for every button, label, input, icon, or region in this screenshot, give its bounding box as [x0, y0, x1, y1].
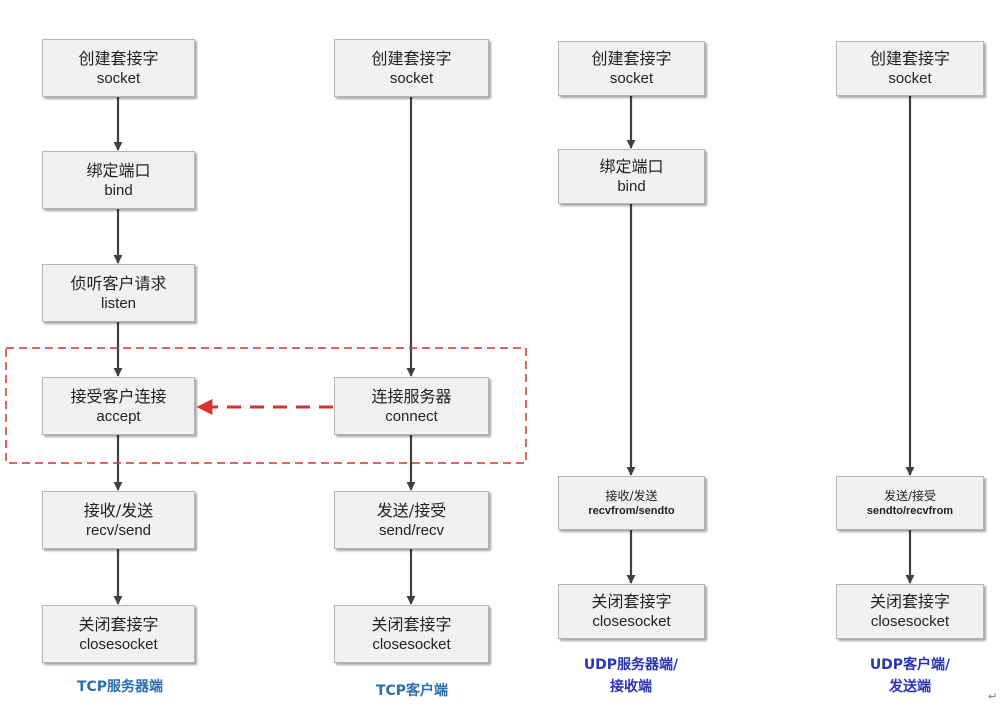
node-cn-label: 接受客户连接 [70, 386, 167, 406]
node-en-label: socket [888, 70, 932, 87]
caption-line: 接收端 [610, 679, 652, 695]
node-cn-label: 关闭套接字 [869, 592, 950, 611]
tcp-client-send-recv-box: 发送/接受 send/recv [334, 491, 489, 549]
udp-server-caption: UDP服务器端/ 接收端 [531, 654, 731, 698]
tcp-client-caption: TCP客户端 [312, 680, 512, 702]
tcp-server-accept-box: 接受客户连接 accept [42, 377, 195, 435]
handshake-highlight-box [5, 347, 527, 464]
caption-line: TCP客户端 [375, 683, 449, 699]
node-en-label: closesocket [592, 613, 671, 630]
udp-client-caption: UDP客户端/ 发送端 [810, 654, 1003, 698]
udp-server-socket-box: 创建套接字 socket [558, 41, 705, 96]
node-cn-label: 关闭套接字 [591, 592, 672, 611]
udp-client-socket-box: 创建套接字 socket [836, 41, 984, 96]
tcp-server-recv-send-box: 接收/发送 recv/send [42, 491, 195, 549]
node-cn-label: 创建套接字 [78, 48, 159, 68]
tcp-server-bind-box: 绑定端口 bind [42, 151, 195, 209]
node-cn-label: 发送/接受 [376, 500, 447, 520]
node-cn-label: 创建套接字 [869, 49, 950, 68]
node-cn-label: 创建套接字 [591, 49, 672, 68]
node-en-label: bind [104, 181, 133, 199]
node-en-label: sendto/recvfrom [866, 504, 954, 517]
node-en-label: connect [385, 407, 438, 425]
node-en-label: bind [617, 178, 646, 195]
node-en-label: send/recv [378, 521, 445, 539]
udp-server-closesocket-box: 关闭套接字 closesocket [558, 584, 705, 639]
node-en-label: socket [389, 69, 434, 87]
node-cn-label: 侦听客户请求 [70, 273, 167, 293]
tcp-server-listen-box: 侦听客户请求 listen [42, 264, 195, 322]
udp-client-closesocket-box: 关闭套接字 closesocket [836, 584, 984, 639]
tcp-client-closesocket-box: 关闭套接字 closesocket [334, 605, 489, 663]
node-cn-label: 绑定端口 [599, 157, 664, 176]
node-cn-label: 创建套接字 [371, 48, 452, 68]
caption-line: TCP服务器端 [76, 679, 164, 695]
node-en-label: socket [96, 69, 141, 87]
node-cn-label: 连接服务器 [371, 386, 452, 406]
node-cn-label: 关闭套接字 [371, 614, 452, 634]
node-en-label: accept [96, 407, 141, 425]
node-cn-label: 接收/发送 [83, 500, 154, 520]
tcp-server-caption: TCP服务器端 [20, 676, 220, 698]
return-mark: ↵ [988, 690, 998, 703]
tcp-server-socket-box: 创建套接字 socket [42, 39, 195, 97]
node-en-label: closesocket [79, 635, 158, 653]
node-en-label: closesocket [372, 635, 451, 653]
tcp-client-socket-box: 创建套接字 socket [334, 39, 489, 97]
node-cn-label: 接收/发送 [605, 488, 658, 503]
node-en-label: socket [609, 70, 654, 87]
tcp-server-closesocket-box: 关闭套接字 closesocket [42, 605, 195, 663]
caption-line: 发送端 [889, 679, 931, 695]
udp-server-bind-box: 绑定端口 bind [558, 149, 705, 204]
node-en-label: listen [100, 294, 137, 312]
node-en-label: closesocket [870, 613, 950, 630]
node-en-label: recv/send [85, 521, 152, 539]
node-cn-label: 绑定端口 [86, 160, 151, 180]
caption-line: UDP客户端/ [869, 657, 951, 673]
caption-line: UDP服务器端/ [583, 657, 679, 673]
udp-client-sendto-recvfrom-box: 发送/接受 sendto/recvfrom [836, 476, 984, 530]
node-en-label: recvfrom/sendto [588, 504, 675, 517]
udp-server-recvfrom-sendto-box: 接收/发送 recvfrom/sendto [558, 476, 705, 530]
tcp-client-connect-box: 连接服务器 connect [334, 377, 489, 435]
node-cn-label: 发送/接受 [883, 488, 937, 503]
node-cn-label: 关闭套接字 [78, 614, 159, 634]
